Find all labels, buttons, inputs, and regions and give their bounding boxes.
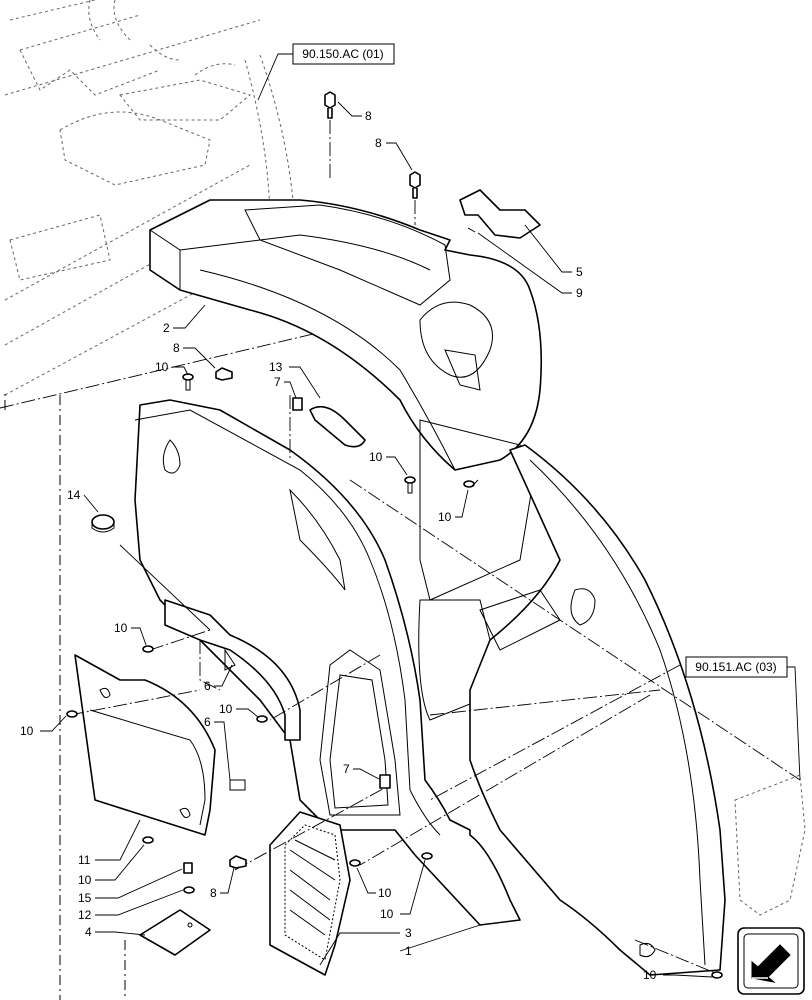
callout-10: 10 <box>378 886 392 900</box>
callout-8: 8 <box>210 886 217 900</box>
assembly-axis-lines <box>69 120 801 976</box>
callout-9: 9 <box>576 286 583 300</box>
callout-10: 10 <box>114 621 128 635</box>
callout-10: 10 <box>155 360 169 374</box>
callout-8: 8 <box>365 109 372 123</box>
screw-10-h <box>349 859 361 867</box>
callout-11: 11 <box>78 853 91 867</box>
reference-label-right: 90.151.AC (03) <box>695 660 776 674</box>
callout-12: 12 <box>78 908 92 922</box>
callout-6: 6 <box>204 679 211 693</box>
callout-15: 15 <box>78 891 92 905</box>
main-side-panel[interactable] <box>134 399 536 926</box>
next-page-arrow-icon[interactable] <box>737 927 805 995</box>
callout-2: 2 <box>163 321 170 335</box>
strap-part[interactable] <box>309 405 366 448</box>
fasteners <box>66 91 723 979</box>
callout-8: 8 <box>173 341 180 355</box>
small-bracket[interactable] <box>459 189 541 239</box>
leader-lines <box>40 101 713 978</box>
clip-7-b <box>379 774 391 789</box>
callout-1: 1 <box>405 944 412 958</box>
reference-box-top[interactable]: 90.150.AC (01) <box>292 43 395 65</box>
callout-labels: 8 8 5 9 2 8 10 13 7 10 10 14 10 6 6 10 1… <box>20 109 657 982</box>
screw-8-lower <box>229 855 247 869</box>
callout-3: 3 <box>405 926 412 940</box>
callout-7: 7 <box>343 762 350 776</box>
callout-10: 10 <box>78 873 92 887</box>
screw-10-f <box>256 715 268 723</box>
screw-10-d <box>142 645 154 653</box>
small-door-panel[interactable] <box>74 654 216 836</box>
mesh-grille-panel[interactable] <box>269 811 351 976</box>
upper-console-cover[interactable] <box>149 199 543 471</box>
side-cover-plate[interactable] <box>734 774 806 916</box>
screw-10-c <box>463 479 479 488</box>
callout-10: 10 <box>380 907 394 921</box>
screw-8-top <box>324 91 336 119</box>
screw-8-second <box>409 171 421 199</box>
washer-12 <box>183 886 195 894</box>
callout-14: 14 <box>67 488 81 502</box>
screw-10-j <box>711 971 723 979</box>
screw-10-a <box>182 373 194 391</box>
mounting-plate[interactable] <box>139 909 211 956</box>
callout-13: 13 <box>269 360 283 374</box>
callout-10: 10 <box>20 724 34 738</box>
callout-4: 4 <box>85 925 92 939</box>
plug-part[interactable] <box>91 514 115 533</box>
screw-10-i <box>421 852 433 860</box>
callout-10: 10 <box>219 702 233 716</box>
reference-box-right[interactable]: 90.151.AC (03) <box>685 656 788 678</box>
screw-15 <box>183 862 193 874</box>
callout-10: 10 <box>369 450 383 464</box>
callout-8: 8 <box>375 136 382 150</box>
bracket-strip[interactable] <box>164 599 301 791</box>
screw-8-left <box>215 367 233 381</box>
screw-10-e <box>66 710 78 718</box>
screw-10-b <box>404 476 416 494</box>
callout-10: 10 <box>438 510 452 524</box>
callout-7: 7 <box>274 375 281 389</box>
callout-5: 5 <box>576 265 583 279</box>
clip-7-a <box>292 397 303 411</box>
callout-6: 6 <box>204 715 211 729</box>
reference-label-top: 90.150.AC (01) <box>302 47 383 61</box>
callout-10: 10 <box>643 968 657 982</box>
cab-frame-outline <box>0 0 331 1000</box>
screw-10-g <box>142 836 154 844</box>
